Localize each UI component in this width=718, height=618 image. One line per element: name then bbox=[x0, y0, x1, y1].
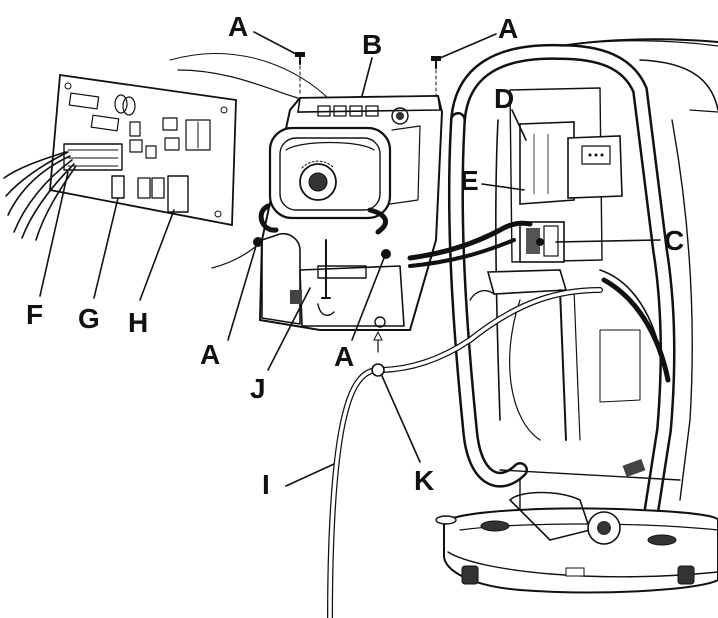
board-d bbox=[519, 121, 575, 205]
callout-b: B bbox=[362, 29, 382, 60]
callout-c: C bbox=[664, 225, 684, 256]
magnify-arc-outer bbox=[169, 53, 331, 101]
callout-a-top-right: A bbox=[498, 13, 518, 44]
callouts: A A A A B C D E F G H I J K bbox=[26, 11, 684, 500]
magnify-arc-top bbox=[177, 69, 299, 99]
callout-h: H bbox=[128, 307, 148, 338]
connector-h bbox=[167, 175, 189, 213]
wheel-right bbox=[677, 565, 695, 585]
callout-d: D bbox=[494, 83, 514, 114]
leader-lines bbox=[39, 31, 661, 487]
callout-i: I bbox=[262, 469, 270, 500]
callout-k: K bbox=[414, 465, 434, 496]
callout-a-bottom-left: A bbox=[200, 339, 220, 370]
callout-a-bottom-right: A bbox=[334, 341, 354, 372]
callout-a-top-left: A bbox=[228, 11, 248, 42]
wheel-left bbox=[461, 565, 479, 585]
callout-e: E bbox=[460, 165, 479, 196]
screw-top-left bbox=[295, 52, 305, 65]
pump-c bbox=[519, 221, 565, 263]
circuit-board bbox=[3, 53, 331, 269]
screw-right bbox=[381, 249, 391, 259]
control-panel bbox=[253, 52, 444, 353]
screw-left bbox=[253, 237, 263, 247]
callout-f: F bbox=[26, 299, 43, 330]
fitting-k bbox=[371, 363, 385, 377]
board-outline bbox=[49, 73, 237, 227]
callout-j: J bbox=[250, 373, 266, 404]
screw-top-right bbox=[431, 56, 441, 69]
connector-f bbox=[63, 143, 123, 171]
brush-deck bbox=[443, 507, 718, 594]
machine-frame bbox=[327, 38, 718, 618]
callout-g: G bbox=[78, 303, 100, 334]
